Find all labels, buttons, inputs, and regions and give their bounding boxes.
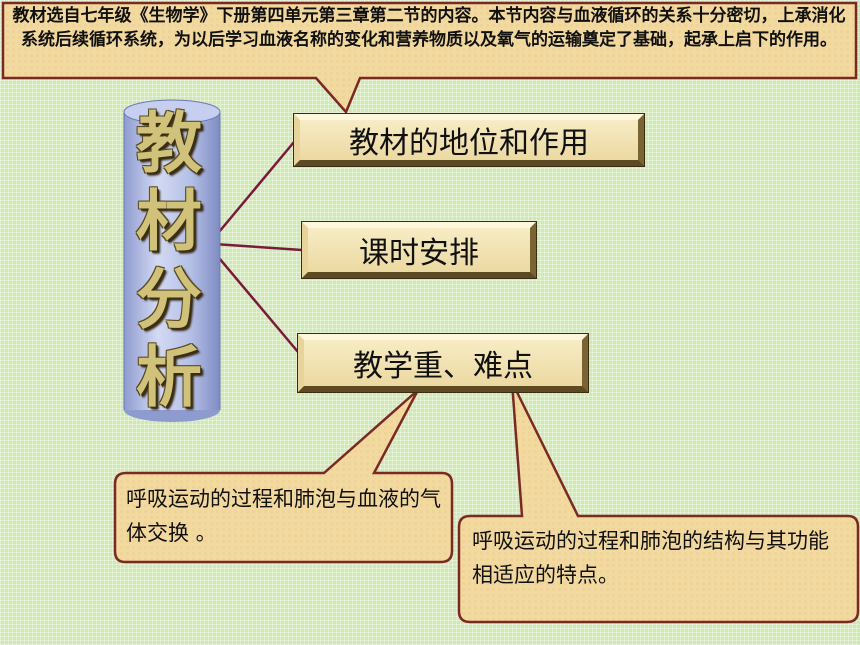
left-callout-text: 呼吸运动的过程和肺泡与血液的气体交换 。	[126, 487, 441, 545]
connector-line-keypoints	[213, 251, 299, 353]
right-callout-text: 呼吸运动的过程和肺泡的结构与其功能相适应的特点。	[472, 529, 829, 587]
left-callout-shape	[113, 389, 454, 564]
cylinder-shape	[123, 99, 221, 422]
cylinder-char: 分	[136, 260, 202, 338]
cylinder-char: 教	[136, 104, 202, 182]
connector-line-schedule	[213, 242, 303, 252]
top-callout-text: 教材选自七年级《生物学》下册第四单元第三章第二节的内容。本节内容与血液循环的关系…	[12, 6, 846, 50]
cylinder-char: 析	[136, 338, 202, 416]
cylinder-label: 教 材 分 析	[128, 104, 210, 416]
cylinder-char: 材	[136, 182, 202, 260]
top-callout-shape	[1, 1, 858, 115]
box-position-and-role: 教材的地位和作用	[293, 113, 645, 167]
right-callout-shape	[457, 381, 860, 624]
box-class-schedule: 课时安排	[301, 221, 537, 279]
box-key-difficult-points: 教学重、难点	[297, 333, 589, 393]
connector-line-position	[213, 141, 295, 239]
